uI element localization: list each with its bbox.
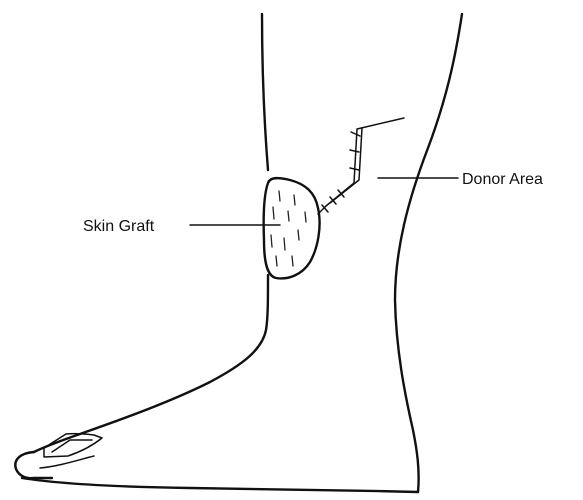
big-toe xyxy=(15,452,52,478)
donor-suture-line-inner xyxy=(330,128,362,203)
foot-sole-outline xyxy=(22,478,418,492)
graft-hatching xyxy=(271,191,306,266)
skin-graft-patch xyxy=(264,178,320,278)
leg-back-outline xyxy=(395,14,462,492)
skin-graft-label: Skin Graft xyxy=(83,218,155,235)
toe-crease xyxy=(40,456,94,468)
donor-area-label: Donor Area xyxy=(462,171,543,188)
